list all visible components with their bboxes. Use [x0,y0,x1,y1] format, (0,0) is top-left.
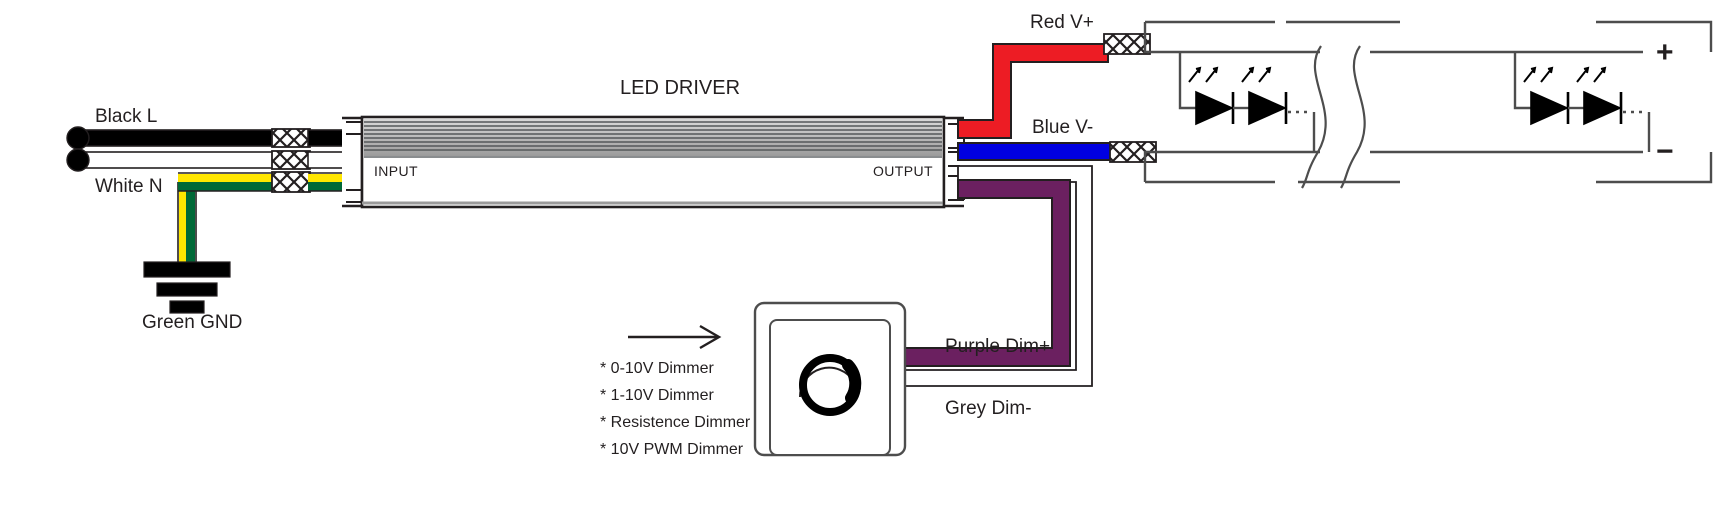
input-wire-white-neutral: White N [66,148,361,197]
ground-wire-horizontal-outline [178,172,276,192]
ground-wire-vertical-outline [177,182,197,272]
red-wire-body [957,43,1109,139]
white-wire-body [77,151,277,169]
ground-wire-tail-yellow [308,174,360,182]
black-wire-end-cap [66,126,90,150]
ground-wire-green-vertical [186,174,195,272]
terminal-positive-label: + [1656,36,1674,69]
ground-wire-green-horizontal [178,182,276,191]
earth-ground-symbol [143,261,231,314]
white-wire-end-cap [66,148,90,172]
led-string1-branch-in [1178,52,1196,110]
driver-left-bracket-bottom [346,189,362,203]
dimmer-option-0: * 0-10V Dimmer [600,360,714,377]
led-array [1143,20,1713,189]
ground-wire-yellow-stripe-horizontal [178,174,276,182]
ground-wire-yellow-stripe-vertical [179,174,186,272]
black-wire-body [77,129,277,147]
output-wire-purple-dimplus: Purple Dim+ [904,179,1071,367]
ground-bar-3 [169,300,205,314]
dimmer-knob-indicator [842,359,862,404]
led-array-top-left-bracket [1143,22,1150,54]
dimmer-option-2: * Resistence Dimmer [600,414,751,431]
led-array-frame-bottom-right [1596,152,1713,184]
diagram-title: LED DRIVER [620,77,740,99]
led-array-break-left [1301,45,1327,189]
led-array-frame-top-right [1596,20,1713,52]
driver-left-endcap [342,116,364,208]
red-wire-label: Red V+ [1030,12,1094,33]
led-2-1 [1523,66,1570,126]
ground-wire-tail-green [308,182,360,191]
led-2-2 [1576,66,1623,126]
driver-left-bracket-top [346,121,362,135]
led-emission-arrow-a [1188,66,1202,83]
led-1-2 [1241,66,1288,126]
led-string2-branch-in [1513,52,1531,110]
led-emission-arrow-b [1205,66,1219,83]
led-driver-housing: INPUT OUTPUT [342,115,965,209]
dimmer-arrow-icon [628,324,722,350]
white-wire-crimp [271,150,311,170]
driver-input-label: INPUT [374,163,418,179]
purple-wire-label: Purple Dim+ [945,336,1050,357]
ground-bar-2 [156,282,218,297]
grey-wire-label: Grey Dim- [945,398,1032,419]
driver-heatsink-fins [364,121,942,151]
dimmer-unit[interactable] [753,301,907,457]
led-array-break-right [1340,45,1366,189]
driver-output-label: OUTPUT [873,163,933,179]
blue-wire-body [957,142,1114,161]
ground-wire-label: Green GND [142,312,242,333]
black-wire-crimp [271,128,311,148]
input-wire-green-ground: Green GND [142,171,360,333]
blue-wire-label: Blue V- [1032,117,1093,138]
led-array-bottom-left-bracket [1143,150,1150,182]
black-wire-label: Black L [95,106,157,127]
dimmer-option-1: * 1-10V Dimmer [600,387,714,404]
dimmer-options-group: * 0-10V Dimmer * 1-10V Dimmer * Resisten… [600,324,751,458]
dimmer-inner-plate[interactable] [769,319,891,456]
terminal-negative-label: − [1656,135,1674,168]
dimmer-option-3: * 10V PWM Dimmer [600,441,744,458]
white-wire-label: White N [95,176,163,197]
ground-wire-crimp [271,171,311,193]
ground-bar-1 [143,261,231,278]
output-wire-red-vplus: Red V+ [957,12,1151,139]
red-wire-crimp [1103,33,1151,55]
